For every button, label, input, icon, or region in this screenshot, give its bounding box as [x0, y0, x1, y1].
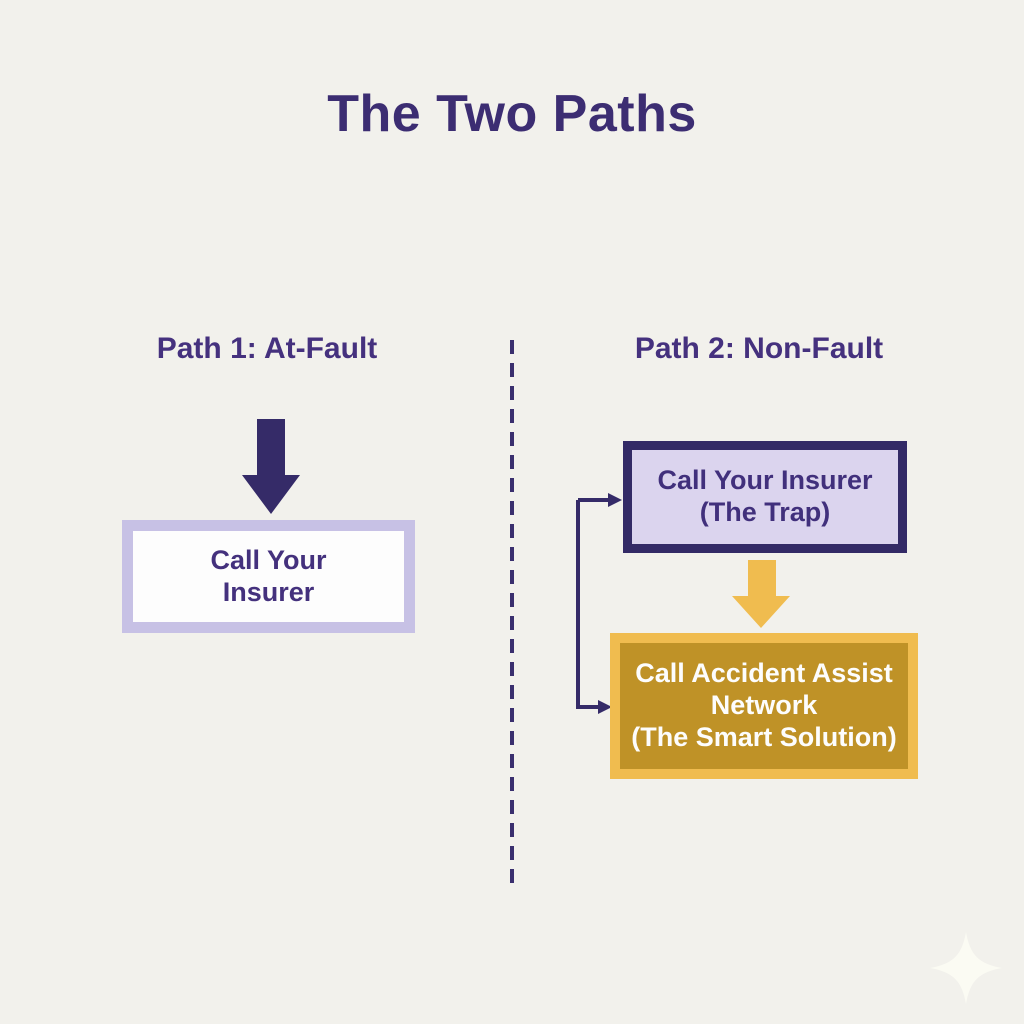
gold-down-arrow-icon [732, 560, 790, 628]
box-label: Call Your Insurer [210, 544, 327, 607]
path2-heading: Path 2: Non-Fault [634, 332, 884, 365]
smart-solution-box: Call Accident Assist Network (The Smart … [610, 633, 918, 779]
box-label: Call Accident Assist Network (The Smart … [631, 658, 897, 752]
down-arrow-icon [242, 419, 300, 514]
box-label: Call Your Insurer (The Trap) [657, 465, 873, 527]
sparkle-icon [930, 932, 1002, 1004]
dashed-divider [510, 340, 514, 892]
trap-box: Call Your Insurer (The Trap) [623, 441, 907, 553]
path1-heading: Path 1: At-Fault [156, 332, 378, 365]
call-your-insurer-box: Call Your Insurer [122, 520, 415, 633]
page-title: The Two Paths [327, 85, 697, 143]
bracket-connector-icon [576, 493, 622, 714]
